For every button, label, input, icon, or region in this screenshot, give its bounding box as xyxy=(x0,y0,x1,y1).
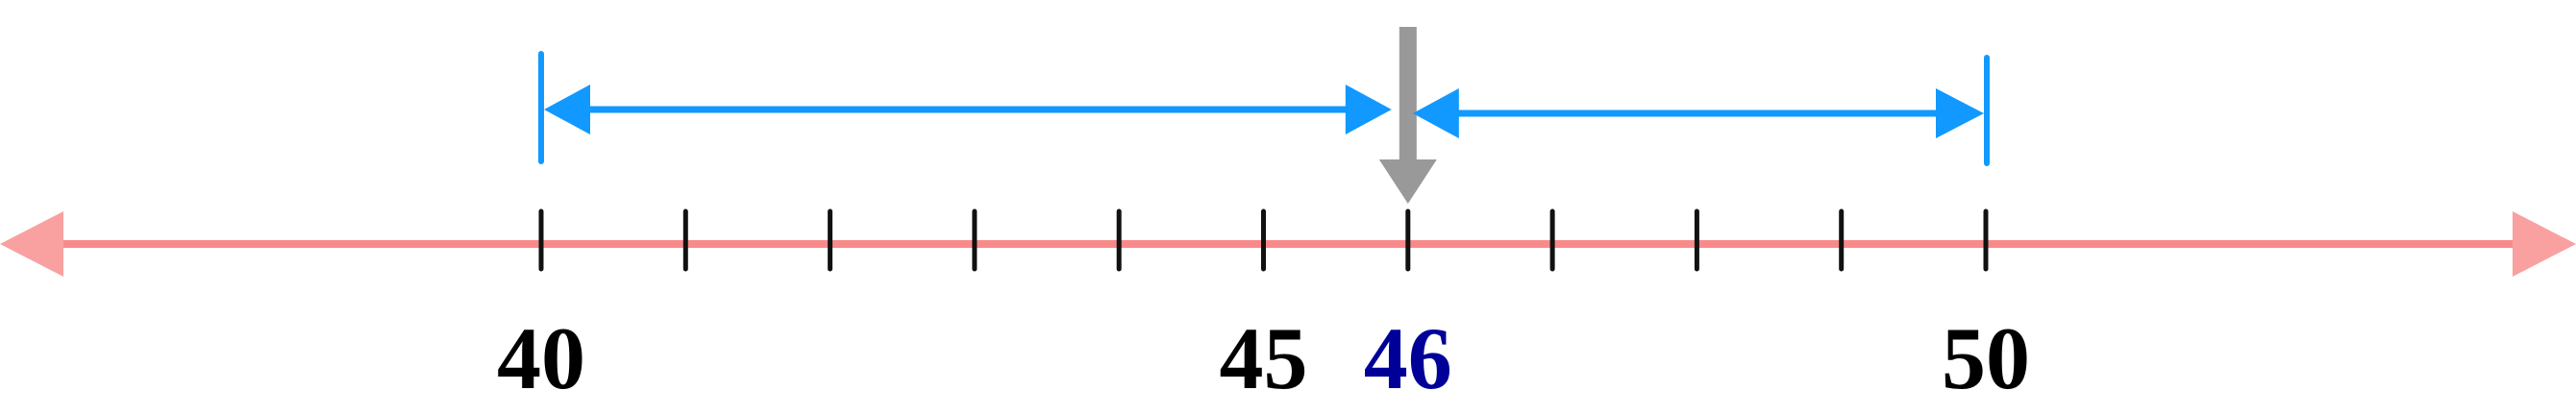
marker-down-arrow xyxy=(1378,27,1437,204)
distance-arrow-40-46-right-head xyxy=(1345,85,1392,134)
distance-arrows xyxy=(538,51,1990,166)
tick-label-45: 45 xyxy=(1220,309,1308,407)
number-line-right-arrowhead xyxy=(2513,211,2576,277)
distance-arrow-46-50-right-head xyxy=(1936,88,1984,138)
number-line-left-arrowhead xyxy=(0,211,63,277)
tick-label-46: 46 xyxy=(1364,309,1452,407)
tick-label-50: 50 xyxy=(1942,309,2030,407)
tick-label-40: 40 xyxy=(497,309,585,407)
distance-arrow-46-50-left-head xyxy=(1412,88,1459,138)
marker-arrow-shaft xyxy=(1399,27,1417,161)
marker-arrow-head xyxy=(1378,159,1437,204)
tick-labels: 40 45 46 50 xyxy=(497,309,2030,407)
distance-arrow-40-46-left-head xyxy=(544,85,590,134)
tick-marks xyxy=(538,208,1989,272)
